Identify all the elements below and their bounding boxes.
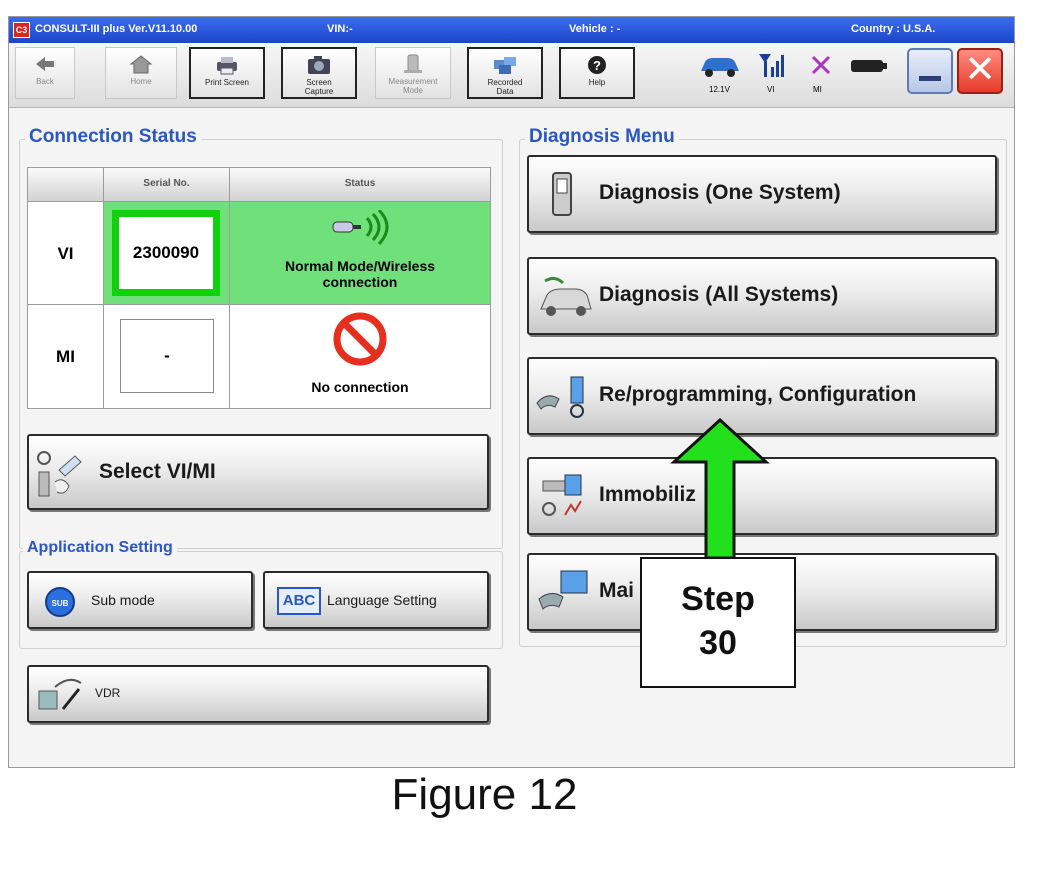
car-battery-icon: [701, 58, 739, 77]
consult-logo-icon: C3: [13, 22, 30, 38]
reprogramming-configuration-button[interactable]: Re/programming, Configuration: [527, 357, 997, 435]
vi-status-cell: Normal Mode/Wireless connection: [230, 202, 490, 305]
country-display: Country : U.S.A.: [851, 23, 936, 35]
vi-status-text: Normal Mode/Wireless connection: [284, 258, 436, 290]
diagnosis-menu-title: Diagnosis Menu: [525, 126, 679, 148]
home-label: Home: [130, 77, 152, 86]
camera-icon: [308, 56, 330, 74]
table-header-blank: [28, 168, 104, 202]
back-button[interactable]: Back: [15, 47, 75, 99]
select-vimi-button[interactable]: Select VI/MI: [27, 434, 489, 510]
svg-text:?: ?: [593, 58, 601, 73]
mi-indicator-label: MI: [813, 85, 822, 94]
connection-status-title: Connection Status: [25, 126, 201, 148]
home-icon: [129, 55, 153, 74]
diagnosis-one-system-label: Diagnosis (One System): [599, 181, 841, 204]
vehicle-display: Vehicle : -: [569, 23, 621, 35]
mi-row-label: MI: [28, 305, 104, 408]
measurement-label-1: Measurement: [388, 77, 438, 86]
callout-step-text: Step: [681, 580, 755, 618]
print-screen-label: Print Screen: [204, 78, 250, 87]
print-screen-button[interactable]: Print Screen: [189, 47, 265, 99]
vdr-icon: [38, 678, 82, 710]
reprogramming-icon: [536, 376, 584, 418]
table-header-serial: Serial No.: [104, 168, 230, 202]
sub-mode-button[interactable]: SUB Sub mode: [27, 571, 253, 629]
immobilizer-key-icon: [542, 474, 582, 516]
measurement-icon: [404, 54, 422, 73]
immobilizer-button[interactable]: Immobiliz: [527, 457, 997, 535]
home-button[interactable]: Home: [105, 47, 177, 99]
immobilizer-label: Immobiliz: [599, 483, 696, 506]
single-device-icon: [552, 172, 572, 216]
voltage-readout: 12.1V: [709, 85, 730, 94]
vdr-device-icon: [851, 60, 887, 72]
recorded-data-button[interactable]: Recorded Data: [467, 47, 543, 99]
vi-serial-number: 2300090: [112, 210, 220, 296]
vdr-button[interactable]: VDR: [27, 665, 489, 723]
recorded-label-1: Recorded: [487, 78, 523, 87]
help-label: Help: [588, 78, 606, 87]
recorded-label-2: Data: [496, 87, 514, 96]
screen-capture-label-2: Capture: [304, 87, 334, 96]
back-arrow-icon: [36, 57, 54, 71]
vi-indicator-label: VI: [767, 85, 775, 94]
sub-mode-label: Sub mode: [91, 592, 155, 608]
measurement-label-2: Mode: [402, 86, 423, 95]
mi-status-cell: No connection: [230, 305, 490, 408]
mi-serial-number: -: [120, 319, 214, 393]
vdr-label: VDR: [95, 686, 121, 700]
step-callout-box: Step 30: [640, 557, 796, 688]
minimize-button[interactable]: [907, 48, 953, 94]
no-connection-icon: [333, 312, 387, 366]
green-pointer-arrow: [670, 418, 770, 560]
vin-display: VIN:-: [327, 23, 353, 35]
help-button[interactable]: ? Help: [559, 47, 635, 99]
language-setting-label: Language Setting: [327, 592, 437, 608]
diagnosis-all-systems-button[interactable]: Diagnosis (All Systems): [527, 257, 997, 335]
close-icon: ✕: [964, 49, 996, 91]
diagnosis-all-systems-label: Diagnosis (All Systems): [599, 283, 839, 306]
table-header-status: Status: [230, 168, 490, 202]
mi-disconnected-icon: [811, 55, 831, 75]
wireless-connection-icon: [332, 210, 389, 246]
vi-row-label: VI: [28, 202, 104, 305]
printer-icon: [217, 57, 237, 75]
connection-status-group: [19, 139, 503, 549]
screen-capture-button[interactable]: Screen Capture: [281, 47, 357, 99]
language-setting-button[interactable]: ABC Language Setting: [263, 571, 489, 629]
maintenance-icon: [538, 570, 588, 610]
application-setting-group: [19, 551, 503, 649]
connection-table: Serial No. Status VI 2300090 Normal Mode…: [27, 167, 491, 409]
title-bar: C3 CONSULT-III plus Ver.V11.10.00 VIN:- …: [9, 17, 1014, 43]
application-setting-title: Application Setting: [23, 539, 177, 557]
mi-serial-cell: -: [104, 305, 230, 408]
all-systems-car-icon: [540, 276, 592, 316]
toolbar: Back Home Print Screen Screen Capture Me…: [9, 43, 1014, 108]
diagnosis-one-system-button[interactable]: Diagnosis (One System): [527, 155, 997, 233]
screen-capture-label-1: Screen: [306, 78, 332, 87]
callout-step-number: 30: [699, 624, 737, 662]
vi-signal-icon: [759, 54, 784, 77]
mi-status-text: No connection: [311, 379, 409, 395]
back-label: Back: [36, 77, 54, 86]
app-version: CONSULT-III plus Ver.V11.10.00: [35, 23, 198, 35]
select-vimi-icon: [37, 451, 82, 497]
sub-icon: SUB: [45, 587, 75, 617]
measurement-mode-button[interactable]: Measurement Mode: [375, 47, 451, 99]
abc-icon: ABC: [277, 587, 321, 615]
recorded-data-icon: [494, 57, 516, 74]
select-vimi-label: Select VI/MI: [99, 460, 216, 483]
help-icon: ?: [588, 56, 606, 74]
figure-caption: Figure 12: [391, 770, 578, 819]
connection-status-icons: 12.1V VI MI: [697, 49, 897, 99]
consult-window: C3 CONSULT-III plus Ver.V11.10.00 VIN:- …: [8, 16, 1015, 768]
maintenance-label: Mai: [599, 579, 635, 602]
vi-serial-cell: 2300090: [104, 202, 230, 305]
reprogramming-configuration-label: Re/programming, Configuration: [599, 383, 917, 406]
close-button[interactable]: ✕: [957, 48, 1003, 94]
